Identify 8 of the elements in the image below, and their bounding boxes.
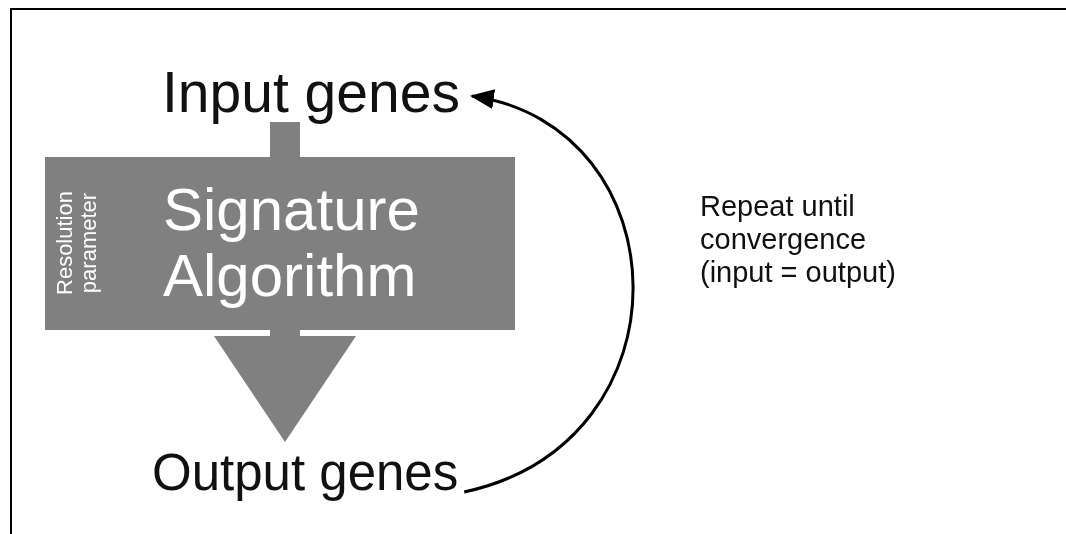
connector-line (270, 122, 300, 157)
process-title: Signature Algorithm (163, 177, 421, 309)
gene-set-label: Output genes (152, 443, 459, 503)
gene-set-label: Input genes (162, 62, 460, 122)
arrow (214, 330, 356, 442)
process-box (45, 157, 515, 330)
arrow (463, 92, 635, 494)
parameter-label: Resolution parameter (53, 190, 101, 297)
